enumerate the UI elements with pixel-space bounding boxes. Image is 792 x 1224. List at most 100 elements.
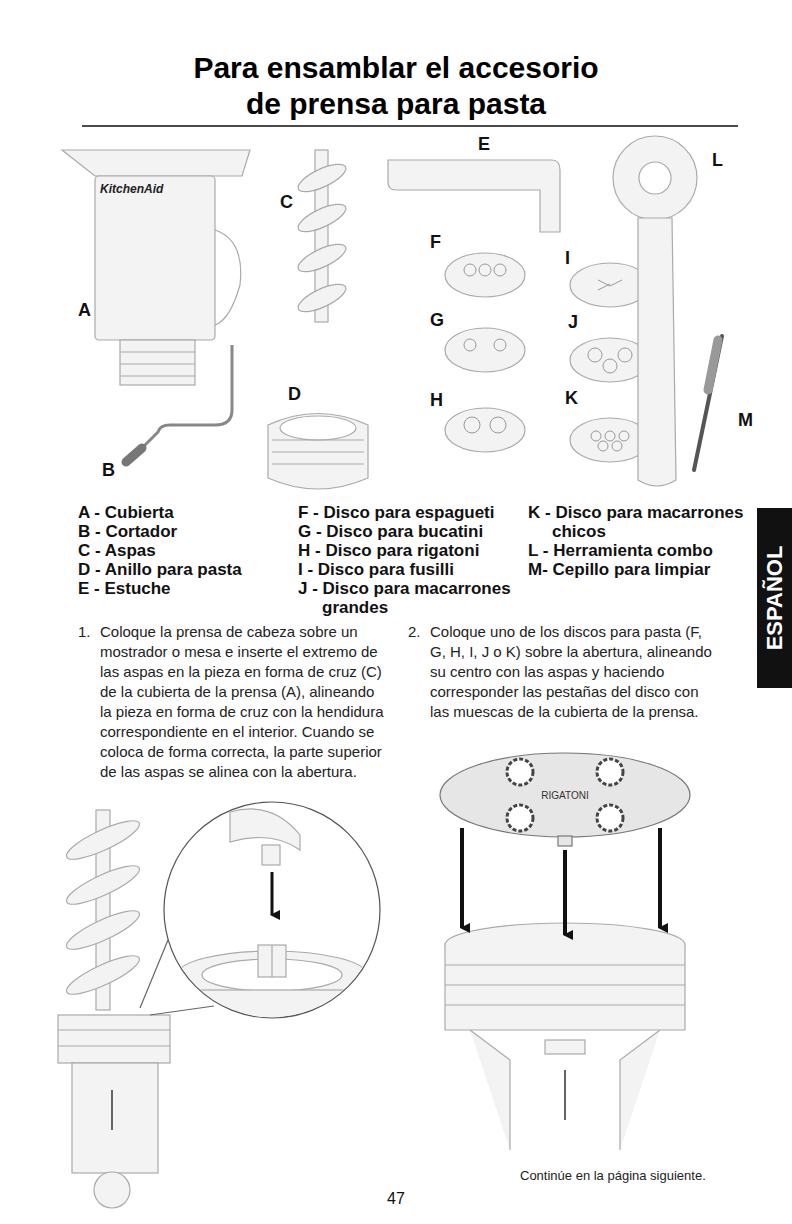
illustration-shape <box>72 1063 158 1173</box>
illustration-shape <box>126 448 142 462</box>
illustration-shape <box>445 984 685 985</box>
footer-note: Continúe en la página siguiente. <box>520 1168 706 1184</box>
brand-logo: KitchenAid <box>100 182 163 196</box>
illustration-shape <box>295 239 350 277</box>
illustration-shape <box>120 340 195 385</box>
illustration-shape <box>63 949 144 1001</box>
illustration-shape <box>271 945 272 977</box>
illustration-shape <box>272 439 364 440</box>
illustration-shape <box>215 230 241 325</box>
illustration-shape <box>490 417 506 433</box>
part-letter: B <box>102 460 115 480</box>
illustration-shape <box>120 375 195 376</box>
part-letter: J <box>568 312 578 332</box>
title-rule <box>82 125 738 127</box>
step-number: 2. <box>408 622 421 642</box>
illustration-shape <box>638 218 676 486</box>
illustration-shape <box>58 1015 170 1063</box>
illustration-shape <box>272 463 364 464</box>
illustration-shape <box>230 809 300 850</box>
illustration-shape <box>272 451 364 452</box>
illustration-shape <box>63 859 144 911</box>
illustration-shape <box>177 809 367 1030</box>
illustration-shape <box>280 416 356 440</box>
illustration-shape <box>470 1030 660 1150</box>
part-letter: L <box>712 150 723 170</box>
part-name: G - Disco para bucatini <box>298 522 550 541</box>
part-letter: E <box>478 134 490 154</box>
part-letter: M <box>738 410 753 430</box>
illustration-shape <box>440 753 690 837</box>
illustration-shape <box>639 162 671 194</box>
step-text: Coloque la prensa de cabeza sobre un mos… <box>100 622 390 782</box>
illustration-shape <box>63 904 144 956</box>
language-tab: ESPAÑOL <box>757 508 792 688</box>
part-letter: A <box>78 300 91 320</box>
part-letter: G <box>430 310 444 330</box>
disc-holes <box>464 264 632 451</box>
illustration-shape <box>564 1070 566 1120</box>
illustration-shape <box>597 759 623 785</box>
disc-label: RIGATONI <box>525 790 605 802</box>
part-name: M- Cepillo para limpiar <box>528 560 778 579</box>
tab-text: ESPAÑOL <box>763 546 787 651</box>
rigatoni-holes <box>507 759 623 831</box>
brush <box>694 336 722 470</box>
illustration-shape <box>140 345 232 450</box>
illustration-shape <box>62 150 250 176</box>
step2-arrows <box>462 828 660 935</box>
illustration-shape <box>388 160 560 232</box>
step-number: 1. <box>78 622 91 642</box>
step1-illustration <box>58 802 380 1208</box>
brush-bristles <box>708 340 718 390</box>
parts-illustration <box>62 136 697 489</box>
part-name: F - Disco para espagueti <box>298 503 550 522</box>
illustration-shape <box>591 431 601 441</box>
step2-illustration <box>440 753 690 1150</box>
illustration-shape <box>558 836 572 846</box>
part-name: E - Estuche <box>78 579 317 598</box>
illustration-shape <box>120 363 195 364</box>
illustration-shape <box>507 805 533 831</box>
page-title: Para ensamblar el accesorio de prensa pa… <box>181 50 611 122</box>
illustration-shape <box>445 408 525 452</box>
step1-arrow <box>271 872 274 915</box>
illustration-shape <box>140 940 168 1008</box>
step-text: Coloque uno de los discos para pasta (F,… <box>430 622 720 722</box>
part-name: I - Disco para fusilli <box>298 560 550 579</box>
illustration-shape <box>603 359 617 373</box>
illustration-shape <box>613 136 697 220</box>
illustration-shape <box>658 828 662 928</box>
illustration-shape <box>295 279 350 317</box>
illustration-shape <box>479 264 491 276</box>
illustration-shape <box>464 339 476 351</box>
illustration-shape <box>58 1029 170 1030</box>
illustration-shape <box>180 990 364 1030</box>
illustration-shape <box>164 802 380 1018</box>
illustration-shape <box>545 1040 585 1054</box>
illustration-shape <box>464 417 480 433</box>
illustration-shape <box>605 431 615 441</box>
illustration-shape <box>494 264 506 276</box>
part-letter: H <box>430 390 443 410</box>
part-name: A - Cubierta <box>78 503 317 522</box>
illustration-shape <box>268 414 368 490</box>
illustration-shape <box>63 814 144 866</box>
illustration-shape <box>258 945 286 977</box>
illustration-shape <box>445 945 685 1030</box>
part-name: H - Disco para rigatoni <box>298 541 550 560</box>
page-number: 47 <box>380 1190 412 1208</box>
illustration-shape <box>111 1090 113 1130</box>
illustration-shape <box>445 964 685 965</box>
illustration-shape <box>563 850 567 935</box>
part-name: L - Herramienta combo <box>528 541 778 560</box>
illustration-shape <box>445 328 525 372</box>
illustration-shape <box>494 339 506 351</box>
illustration-shape <box>295 159 350 197</box>
illustration-shape <box>612 441 622 451</box>
part-name: C - Aspas <box>78 541 317 560</box>
illustration-shape <box>464 264 476 276</box>
part-name: D - Anillo para pasta <box>78 560 317 579</box>
part-letter: K <box>565 388 578 408</box>
illustration-shape <box>597 805 623 831</box>
